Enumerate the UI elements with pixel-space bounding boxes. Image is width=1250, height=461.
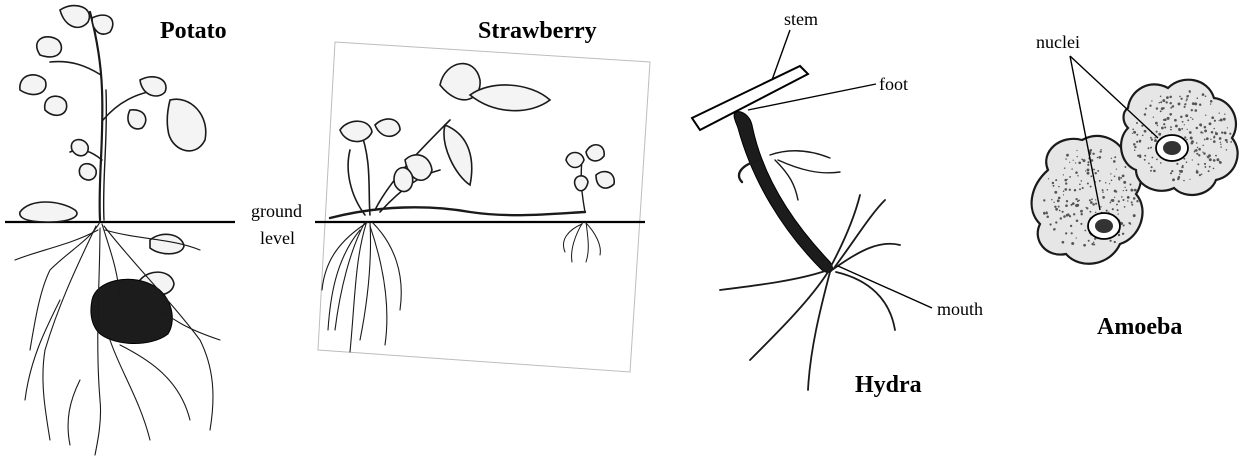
amoeba-illustration [1032,56,1238,264]
potato-illustration [5,6,235,455]
amoeba-nuclei-label: nuclei [1036,32,1080,52]
hydra-stem-label: stem [784,9,818,29]
amoeba-title: Amoeba [1097,314,1182,340]
hydra-mouth-label: mouth [937,299,983,319]
hydra-title: Hydra [855,372,922,398]
ground-level-label-line2: level [260,228,295,248]
strawberry-illustration [315,42,650,372]
ground-level-label-line1: ground [251,201,302,221]
strawberry-title: Strawberry [478,18,597,44]
hydra-foot-label: foot [879,74,908,94]
potato-title: Potato [160,18,227,44]
